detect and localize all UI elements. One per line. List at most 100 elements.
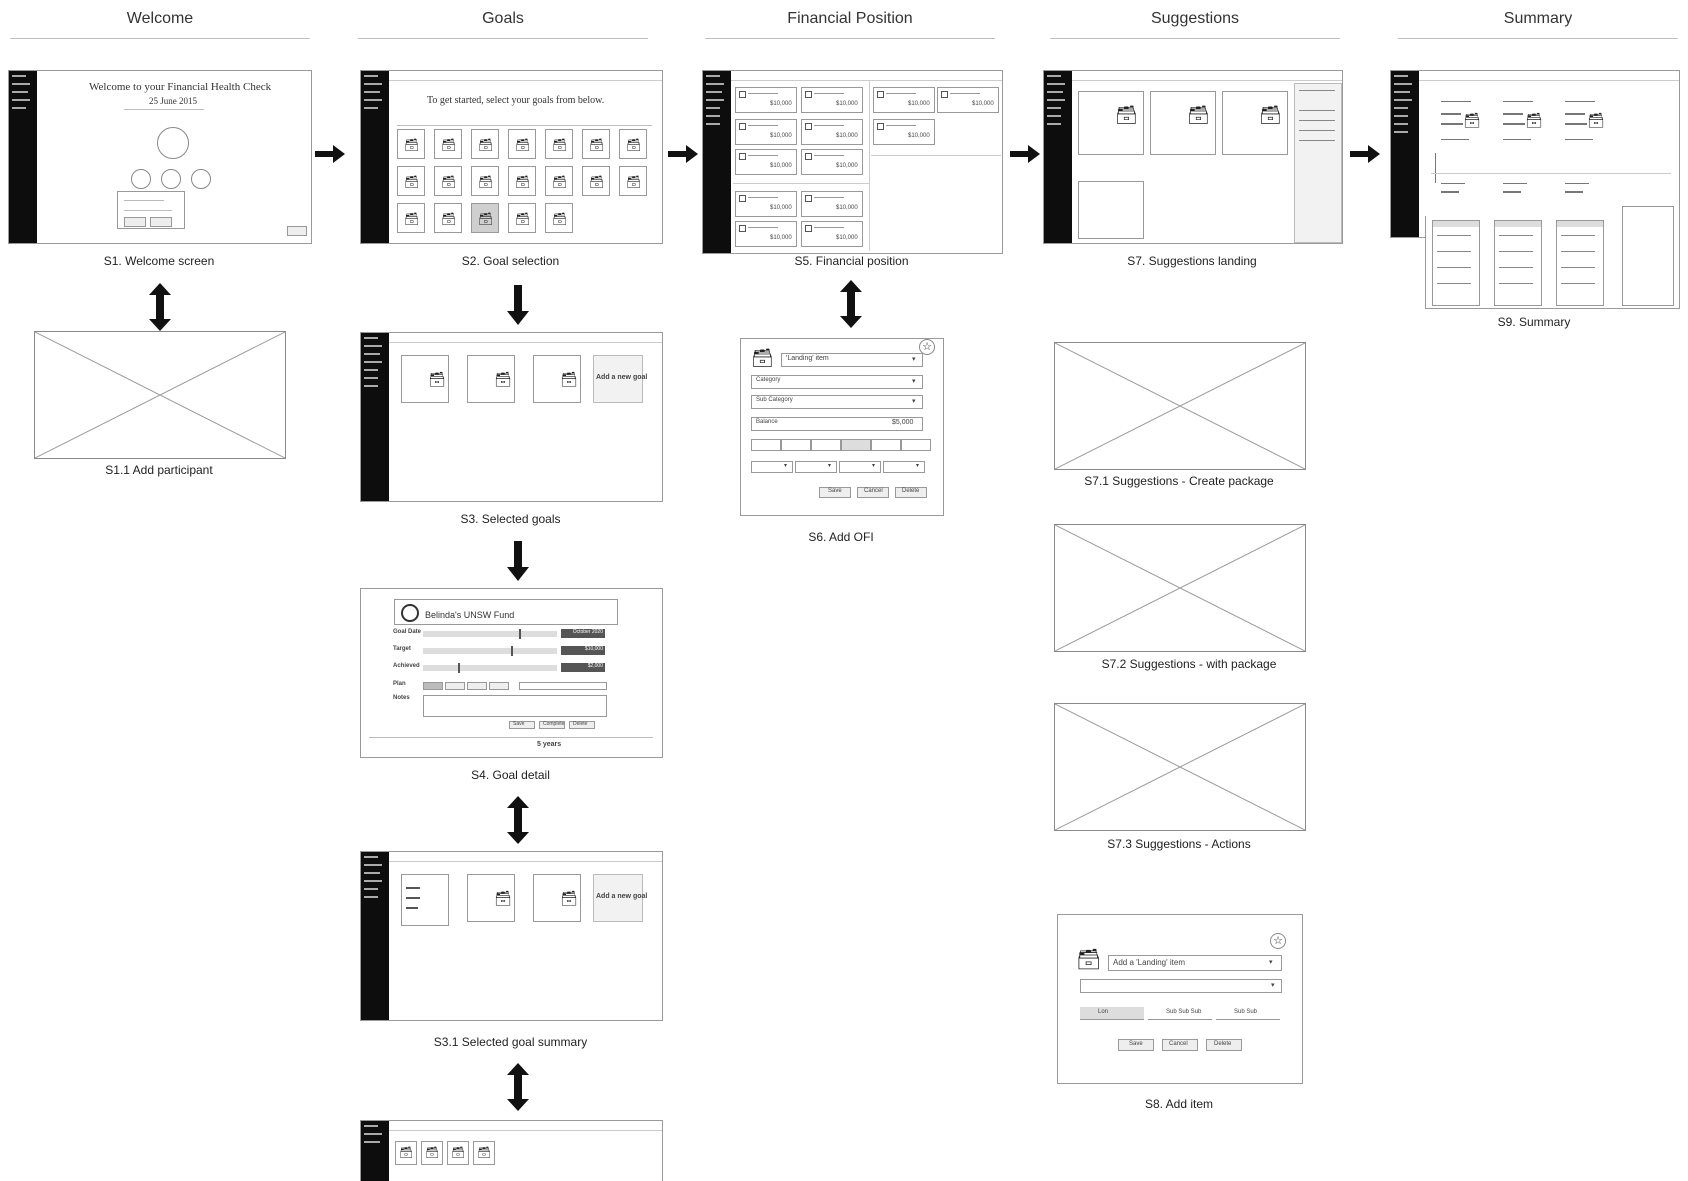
account-card[interactable]: $10,000 [937, 87, 999, 113]
frequency-tab[interactable] [901, 439, 931, 451]
participant-avatar-3[interactable] [191, 169, 211, 189]
participant-popup[interactable] [117, 191, 185, 229]
participant-avatar-main[interactable] [157, 127, 189, 159]
save-button[interactable]: Save [819, 487, 851, 498]
frequency-tab[interactable] [781, 439, 811, 451]
screen-s7-suggestions-landing[interactable]: 🗃 🗃 🗃 [1043, 70, 1343, 244]
delete-button[interactable]: Delete [895, 487, 927, 498]
cancel-button[interactable]: Cancel [1162, 1039, 1198, 1051]
goal-slider[interactable] [423, 663, 557, 673]
star-icon[interactable]: ☆ [1270, 933, 1286, 949]
goal-summary-card-1[interactable] [401, 874, 449, 926]
screen-s7-2-with-package[interactable] [1054, 524, 1306, 652]
summary-bottom-columns[interactable] [1428, 206, 1676, 306]
extra-selects[interactable]: ▾▾▾▾ [751, 461, 931, 473]
goal-summary-card-3[interactable]: 🗃 [533, 874, 581, 922]
screen-s6-add-ofi[interactable]: ☆ 🗃 'Landing' item ▾ Category ▾ Sub Cate… [740, 338, 944, 516]
account-card[interactable]: $10,000 [801, 191, 863, 217]
account-card[interactable]: $10,000 [873, 119, 935, 145]
account-card[interactable]: $10,000 [735, 191, 797, 217]
screen-s7-3-actions[interactable] [1054, 703, 1306, 831]
goal-action-button[interactable]: Save [509, 721, 535, 729]
account-card[interactable]: $10,000 [735, 221, 797, 247]
goal-tile[interactable]: 🗃 [619, 166, 647, 196]
goal-tile[interactable]: 🗃 [508, 129, 536, 159]
sub-category-select[interactable]: Sub Category ▾ [751, 395, 923, 409]
screen-s3-1-selected-goal-summary[interactable]: 🗃 🗃 Add a new goal [360, 851, 663, 1021]
goal-tile[interactable]: 🗃 [397, 129, 425, 159]
goal-tile[interactable]: 🗃 [471, 203, 499, 233]
goal-slider[interactable] [423, 646, 557, 656]
suggestion-card-3[interactable]: 🗃 [1222, 91, 1288, 155]
account-card[interactable]: $10,000 [735, 87, 797, 113]
item-tab[interactable]: Sub Sub [1216, 1007, 1280, 1020]
screen-s5-financial-position[interactable]: $10,000$10,000$10,000$10,000$10,000$10,0… [702, 70, 1003, 254]
goal-card-3[interactable]: 🗃 [533, 355, 581, 403]
account-card[interactable]: $10,000 [801, 87, 863, 113]
delete-button[interactable]: Delete [1206, 1039, 1242, 1051]
sub-select[interactable]: ▾ [1080, 979, 1282, 993]
goal-tile[interactable]: 🗃 [397, 166, 425, 196]
goal-grid[interactable]: 🗃🗃🗃🗃🗃🗃🗃🗃🗃🗃🗃🗃🗃🗃🗃🗃🗃🗃🗃 [397, 129, 657, 241]
goal-tile[interactable]: 🗃 [434, 166, 462, 196]
plan-option[interactable] [489, 682, 509, 690]
screen-s2-goal-selection[interactable]: To get started, select your goals from b… [360, 70, 663, 244]
plan-option[interactable] [445, 682, 465, 690]
goal-tile[interactable]: 🗃 [471, 129, 499, 159]
item-tab[interactable]: Sub Sub Sub [1148, 1007, 1212, 1020]
goal-slider[interactable] [423, 629, 557, 639]
frequency-tabs[interactable] [751, 439, 931, 451]
participant-avatar-1[interactable] [131, 169, 151, 189]
account-card[interactable]: $10,000 [873, 87, 935, 113]
plan-option[interactable] [423, 682, 443, 690]
goal-tile[interactable]: 🗃 [397, 203, 425, 233]
frequency-tab[interactable] [871, 439, 901, 451]
goal-tile[interactable]: 🗃 [471, 166, 499, 196]
account-card[interactable]: $10,000 [801, 119, 863, 145]
account-card[interactable]: $10,000 [735, 119, 797, 145]
goal-action-button[interactable]: Delete [569, 721, 595, 729]
goal-tile[interactable]: 🗃 [582, 166, 610, 196]
goal-card-1[interactable]: 🗃 [401, 355, 449, 403]
extra-select[interactable]: ▾ [883, 461, 925, 473]
frequency-tab[interactable] [751, 439, 781, 451]
goal-action-button[interactable]: Complete [539, 721, 565, 729]
goal-tile[interactable]: 🗃 [508, 203, 536, 233]
add-goal-card[interactable]: Add a new goal [593, 355, 647, 403]
goal-tile[interactable]: 🗃 [545, 129, 573, 159]
extra-select[interactable]: ▾ [751, 461, 793, 473]
add-goal-card[interactable]: Add a new goal [593, 874, 647, 922]
extra-select[interactable]: ▾ [839, 461, 881, 473]
suggestions-side-panel[interactable] [1294, 83, 1342, 243]
account-card[interactable]: $10,000 [801, 149, 863, 175]
item-tab[interactable]: Lon [1080, 1007, 1144, 1020]
goal-tile[interactable]: 🗃 [545, 166, 573, 196]
star-icon[interactable]: ☆ [919, 339, 935, 355]
goal-tile[interactable]: 🗃 [434, 129, 462, 159]
suggestion-card-1[interactable]: 🗃 [1078, 91, 1144, 155]
suggestion-card-4[interactable] [1078, 181, 1144, 239]
type-select[interactable] [519, 682, 607, 690]
summary-content[interactable]: 🗃🗃🗃 [1421, 83, 1677, 233]
summary-column-extra[interactable] [1622, 206, 1674, 306]
goal-summary-card-2[interactable]: 🗃 [467, 874, 515, 922]
save-button[interactable]: Save [1118, 1039, 1154, 1051]
screen-s3-selected-goals[interactable]: 🗃 🗃 🗃 Add a new goal [360, 332, 663, 502]
notes-field[interactable] [423, 695, 607, 717]
goal-tile[interactable]: 🗃 [545, 203, 573, 233]
summary-continuation[interactable] [1425, 206, 1680, 309]
item-tabs[interactable]: Lon Sub Sub Sub Sub Sub [1080, 1007, 1290, 1021]
slider-handle[interactable] [511, 646, 513, 656]
summary-column[interactable] [1556, 220, 1604, 306]
summary-column[interactable] [1494, 220, 1542, 306]
frequency-tab[interactable] [841, 439, 871, 451]
slider-handle[interactable] [458, 663, 460, 673]
screen-s1-welcome[interactable]: Welcome to your Financial Health Check 2… [8, 70, 312, 244]
suggestion-card-2[interactable]: 🗃 [1150, 91, 1216, 155]
goal-card-2[interactable]: 🗃 [467, 355, 515, 403]
goal-tile[interactable]: 🗃 [582, 129, 610, 159]
extra-select[interactable]: ▾ [795, 461, 837, 473]
item-select[interactable]: 'Landing' item ▾ [781, 353, 923, 367]
